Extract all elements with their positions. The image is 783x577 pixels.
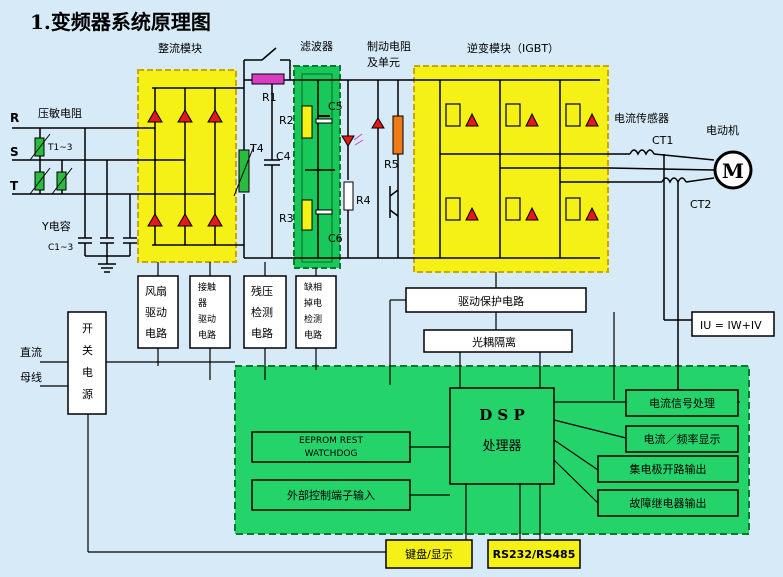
inverter-wires: [439, 80, 610, 258]
eeprom-label-1: EEPROM REST: [299, 436, 363, 446]
brake-diode: [371, 117, 385, 129]
dsp-wires: [410, 401, 627, 540]
motor-wires: [609, 149, 715, 402]
brake-label-1: 制动电阻: [367, 40, 411, 53]
motor-symbol: M: [722, 159, 744, 183]
r4-label: R4: [356, 194, 371, 207]
phase-loss-text: 缺相 掉电 检测 电路: [304, 281, 322, 341]
c5-cap: [315, 118, 333, 124]
diagram-title: 1.变频器系统原理图: [30, 10, 211, 34]
rectifier-label: 整流模块: [158, 41, 202, 55]
fan-drive-text: 风扇 驱动 电路: [145, 284, 167, 340]
c6-label: C6: [328, 232, 343, 245]
freq-display-label: 电流／频率显示: [644, 432, 721, 446]
igbt-switches: [445, 103, 599, 221]
phase-t: T: [10, 179, 19, 193]
filter-inner: [301, 73, 333, 263]
svg-text:电路: 电路: [198, 329, 216, 341]
svg-text:检测: 检测: [304, 313, 322, 325]
input-lines: [12, 127, 138, 273]
rs232-box: [487, 539, 581, 569]
t4-label: T4: [249, 142, 264, 155]
svg-text:源: 源: [82, 387, 93, 401]
ct2-label: CT2: [690, 198, 711, 211]
ext-input-label: 外部控制端子输入: [287, 488, 375, 502]
svg-text:电: 电: [82, 366, 93, 379]
c5-label: C5: [328, 100, 343, 113]
svg-text:缺相: 缺相: [304, 281, 322, 293]
switch-power-text: 开 关 电 源: [82, 322, 93, 401]
dc-bus: [222, 47, 600, 259]
rs232-label: RS232/RS485: [493, 548, 576, 561]
eeprom-label-2: WATCHDOG: [305, 449, 358, 459]
keypad-box: [385, 539, 473, 569]
motor-label: 电动机: [706, 123, 739, 137]
dc-bus-label-2: 母线: [20, 370, 42, 384]
brake-label-2: 及单元: [367, 56, 400, 69]
svg-text:开: 开: [82, 322, 93, 335]
dsp-label: D S P: [479, 406, 525, 424]
c4-label: C4: [276, 150, 291, 163]
rectifier-panel: [137, 69, 237, 263]
motor-circle: [713, 150, 753, 190]
contactor-drive-text: 接触 器 驱动 电路: [198, 281, 216, 341]
fault-relay-label: 故障继电器输出: [630, 496, 707, 510]
r5-label: R5: [384, 158, 399, 171]
filter-label: 滤波器: [300, 40, 333, 53]
r3-label: R3: [279, 212, 294, 225]
svg-text:关: 关: [82, 343, 93, 357]
phase-s: S: [10, 145, 19, 159]
rectifier-diodes: [147, 109, 223, 227]
r1-label: R1: [262, 91, 277, 104]
drive-protect-label: 驱动保护电路: [458, 294, 524, 308]
circuit-boxes: [67, 275, 775, 415]
t4-arrow: [233, 145, 255, 197]
r4-resistor: [343, 181, 354, 211]
varistors: [29, 133, 73, 195]
r3-resistor: [301, 199, 313, 231]
processor-label: 处理器: [482, 439, 521, 454]
dsp-boxes: [251, 387, 739, 517]
svg-text:检测: 检测: [251, 305, 273, 319]
r2-resistor: [301, 105, 313, 139]
inverter-panel: [413, 65, 609, 273]
svg-text:驱动: 驱动: [145, 306, 167, 319]
ct1-label: CT1: [652, 134, 673, 147]
c1-label: C1~3: [48, 243, 73, 253]
y-cap-label: Y电容: [41, 219, 71, 233]
dc-bus-label-1: 直流: [20, 345, 42, 359]
current-formula: IU = IW+IV: [700, 319, 762, 332]
t1-label: T1~3: [47, 143, 73, 153]
svg-text:掉电: 掉电: [304, 297, 322, 309]
current-sensor-label: 电流传感器: [614, 111, 669, 125]
svg-text:电路: 电路: [304, 329, 322, 341]
r5-resistor: [392, 115, 404, 155]
svg-text:接触: 接触: [198, 281, 216, 293]
collector-out-label: 集电极开路输出: [630, 462, 707, 476]
keypad-label: 键盘/显示: [405, 547, 453, 561]
led: [341, 135, 355, 147]
varistor-label: 压敏电阻: [38, 106, 82, 120]
svg-text:残压: 残压: [251, 284, 273, 298]
svg-text:驱动: 驱动: [198, 314, 216, 325]
phase-r: R: [10, 111, 19, 125]
svg-text:风扇: 风扇: [145, 284, 167, 298]
svg-text:电路: 电路: [145, 327, 167, 340]
current-proc-label: 电流信号处理: [649, 396, 715, 410]
r2-label: R2: [279, 114, 294, 127]
svg-text:器: 器: [198, 298, 207, 309]
r1-resistor: [251, 73, 285, 85]
c6-cap: [315, 209, 333, 215]
opto-label: 光耦隔离: [472, 335, 516, 349]
residual-voltage-text: 残压 检测 电路: [251, 284, 273, 340]
svg-text:电路: 电路: [251, 327, 273, 340]
inverter-label: 逆变模块（IGBT）: [467, 41, 559, 55]
